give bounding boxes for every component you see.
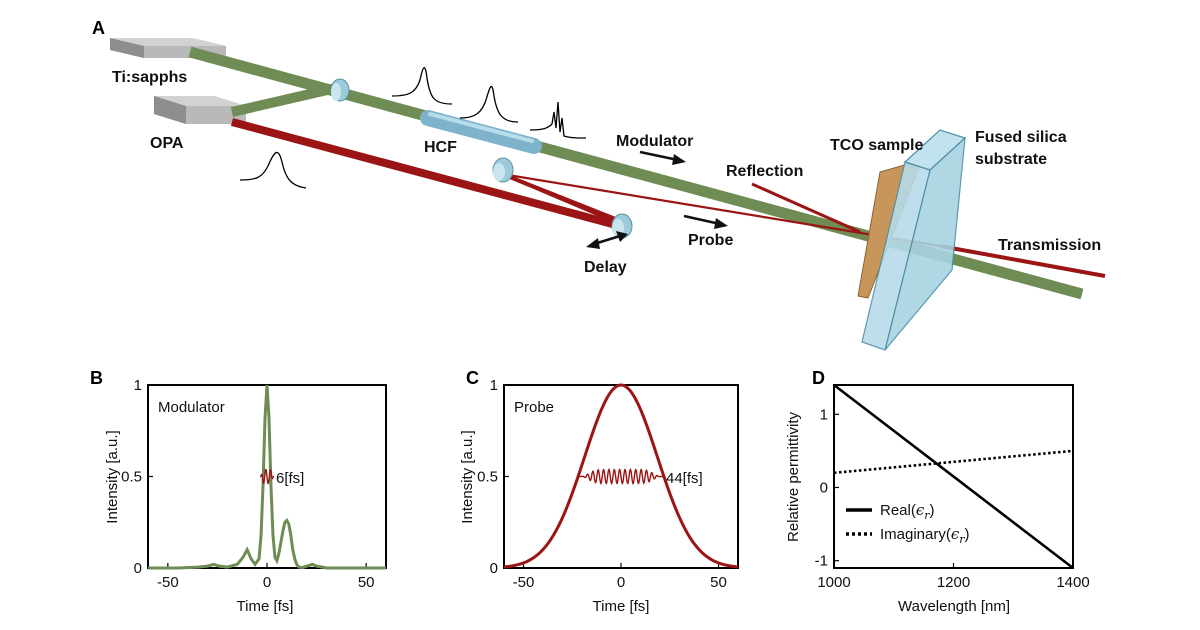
chart-c-ytick-label: 0.5: [477, 469, 498, 486]
chart-c-xtick-label: 0: [617, 574, 625, 591]
chart-c-fwhm-marker: [578, 467, 664, 486]
chart-b-xlabel: Time [fs]: [237, 598, 294, 615]
chart-c-xtick-label: -50: [513, 574, 535, 591]
chart-c-inner-label: Probe: [514, 399, 554, 416]
fused-silica-substrate: [861, 129, 967, 351]
delay-mirror-top: [492, 157, 514, 183]
chart-d-xlabel: Wavelength [nm]: [898, 598, 1010, 615]
reflection-label: Reflection: [726, 163, 803, 180]
chart-d-series-real: [833, 383, 1074, 570]
chart-c-ytick-label: 1: [490, 377, 498, 394]
chart-c-ylabel: Intensity [a.u.]: [459, 430, 476, 523]
beam-combiner: [330, 78, 350, 102]
opa-label: OPA: [150, 135, 184, 152]
chart-d-legend: Real(ϵr) Imaginary(ϵr): [846, 501, 970, 546]
chart-d-xtick-label: 1400: [1056, 574, 1089, 591]
chart-probe: C Probe 44[fs] Time [fs] Intensity [a.u.…: [459, 368, 739, 615]
chart-b-inner-label: Modulator: [158, 399, 225, 416]
chart-b-xtick-label: -50: [157, 574, 179, 591]
pulse-sketch-1: [391, 67, 453, 105]
chart-d-ytick-label: 0: [820, 479, 828, 496]
panel-label-a: A: [92, 18, 105, 38]
chart-c-xlabel: Time [fs]: [593, 598, 650, 615]
hcf-fiber: [420, 110, 542, 154]
tisapph-block: [110, 38, 226, 58]
chart-b-series-line: [148, 384, 386, 570]
legend-real-label: Real(ϵr): [880, 501, 935, 522]
chart-b-ytick-label: 0.5: [121, 469, 142, 486]
transmission-label: Transmission: [998, 237, 1101, 254]
pulse-sketch-2: [459, 85, 519, 123]
pulse-sketch-probe: [239, 151, 307, 189]
pulse-sketch-3: [529, 101, 587, 139]
chart-d-ylabel: Relative permittivity: [785, 411, 802, 542]
chart-b-ylabel: Intensity [a.u.]: [104, 430, 121, 523]
pulse-sketches: [239, 67, 587, 189]
chart-d-ytick-label: -1: [815, 553, 828, 570]
chart-d-ytick-label: 1: [820, 406, 828, 423]
modulator-label: Modulator: [616, 133, 693, 150]
panel-label-d: D: [812, 368, 825, 388]
chart-b-xtick-label: 0: [263, 574, 271, 591]
chart-c-xtick-label: 50: [710, 574, 727, 591]
chart-c-ytick-label: 0: [490, 560, 498, 577]
chart-c-series-line: [503, 383, 739, 569]
chart-d-xtick-label: 1000: [817, 574, 850, 591]
chart-c-fwhm-label: 44[fs]: [666, 470, 703, 487]
chart-b-fwhm-marker: [260, 468, 274, 485]
chart-b-xtick-label: 50: [358, 574, 375, 591]
tisapph-label: Ti:sapphs: [112, 69, 187, 86]
fused-silica-label: Fused silica: [975, 129, 1067, 146]
substrate-label: substrate: [975, 151, 1047, 168]
chart-b-ytick-label: 1: [134, 377, 142, 394]
opa-block: [154, 96, 246, 124]
chart-d-series-imaginary: [833, 449, 1074, 475]
legend-imag-label: Imaginary(ϵr): [880, 525, 970, 546]
probe-arrow: [683, 214, 728, 229]
panel-label-c: C: [466, 368, 479, 388]
probe-label: Probe: [688, 232, 733, 249]
delay-label: Delay: [584, 259, 627, 276]
chart-b-fwhm-label: 6[fs]: [276, 470, 304, 487]
setup-diagram: A: [92, 18, 1106, 351]
chart-modulator: B Modulator 6[fs] Time [fs] Intensity [a…: [90, 368, 387, 615]
hcf-label: HCF: [424, 139, 457, 156]
modulator-arrow: [639, 150, 686, 165]
probe-beam: [230, 118, 1106, 278]
panel-label-b: B: [90, 368, 103, 388]
chart-permittivity: D Wavelength [nm] Relative permittivity …: [785, 368, 1090, 615]
delay-arrow: [586, 231, 628, 249]
chart-b-ytick-label: 0: [134, 560, 142, 577]
tco-sample-label: TCO sample: [830, 137, 923, 154]
chart-d-xtick-label: 1200: [937, 574, 970, 591]
